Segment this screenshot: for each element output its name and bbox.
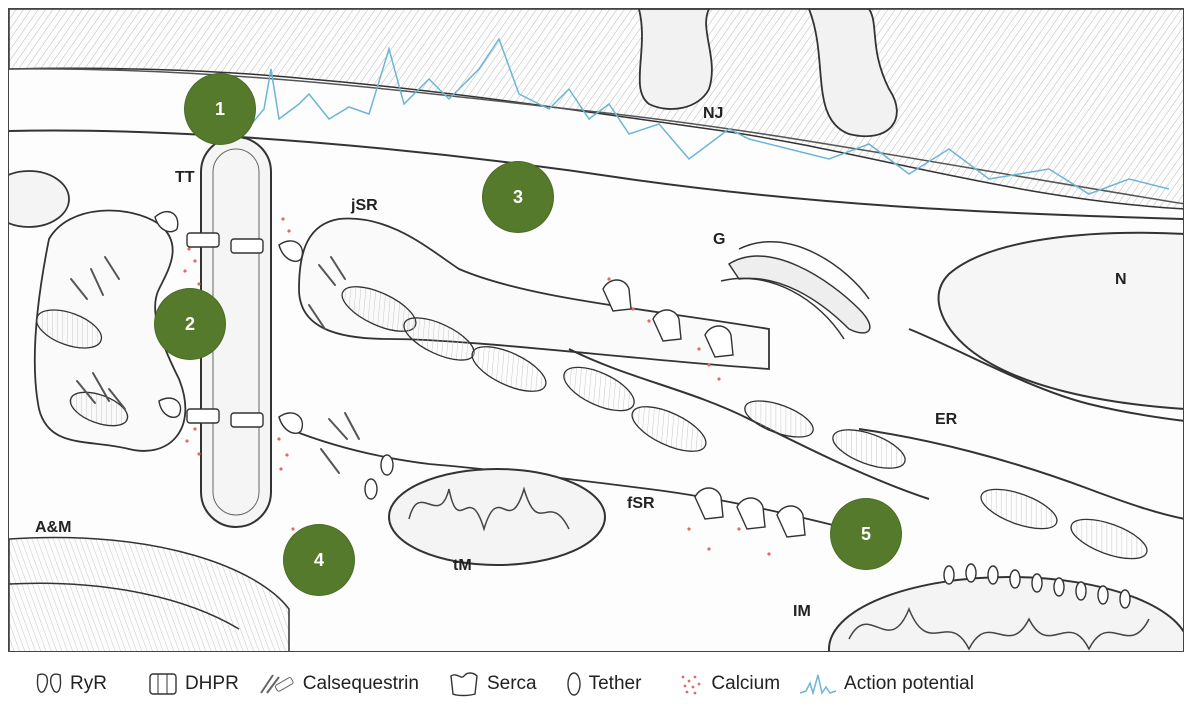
calsequestrin-icon <box>257 671 297 697</box>
legend-item-action-potential: Action potential <box>798 671 974 697</box>
calcium-icon <box>675 671 705 697</box>
step-badge-1: 1 <box>185 74 255 144</box>
label-g: G <box>713 231 725 249</box>
step-badge-4: 4 <box>284 525 354 595</box>
legend-label-serca: Serca <box>487 673 537 695</box>
muscle-cell-illustration: TT jSR NJ G N ER fSR A&M tM IM 1 2 3 4 5 <box>8 8 1184 652</box>
tether-icon <box>565 670 583 698</box>
step-badge-2: 2 <box>155 289 225 359</box>
legend-item-ryr: RyR <box>34 671 107 697</box>
label-jsr: jSR <box>351 197 378 215</box>
legend-item-calsequestrin: Calsequestrin <box>257 671 419 697</box>
legend-label-action-potential: Action potential <box>844 673 974 695</box>
action-potential-icon <box>798 671 838 697</box>
left-mitochondrion <box>9 171 69 227</box>
label-im: IM <box>793 603 811 621</box>
label-am: A&M <box>35 519 71 537</box>
label-nj: NJ <box>703 105 723 123</box>
dhpr-icon <box>147 671 179 697</box>
label-n: N <box>1115 271 1127 289</box>
label-tm: tM <box>453 557 472 575</box>
serca-icon <box>447 670 481 698</box>
label-fsr: fSR <box>627 495 655 513</box>
step-badge-3: 3 <box>483 162 553 232</box>
legend-label-calsequestrin: Calsequestrin <box>303 673 419 695</box>
nerve-junction <box>639 9 712 109</box>
nucleus <box>939 233 1184 409</box>
legend-label-tether: Tether <box>589 673 642 695</box>
step-badge-5: 5 <box>831 499 901 569</box>
mitochondrion-tm <box>389 469 605 565</box>
legend-label-dhpr: DHPR <box>185 673 239 695</box>
legend-item-tether: Tether <box>565 670 642 698</box>
label-er: ER <box>935 411 957 429</box>
mitochondrion-im <box>829 577 1184 652</box>
legend-label-ryr: RyR <box>70 673 107 695</box>
legend-label-calcium: Calcium <box>711 673 780 695</box>
free-sr <box>569 349 929 499</box>
legend-item-serca: Serca <box>447 670 537 698</box>
label-tt: TT <box>175 169 195 187</box>
legend-item-calcium: Calcium <box>675 671 780 697</box>
ryr-icon <box>34 671 64 697</box>
legend-item-dhpr: DHPR <box>147 671 239 697</box>
legend: RyR DHPR Calsequestrin Serca Tether Calc… <box>8 656 1184 712</box>
